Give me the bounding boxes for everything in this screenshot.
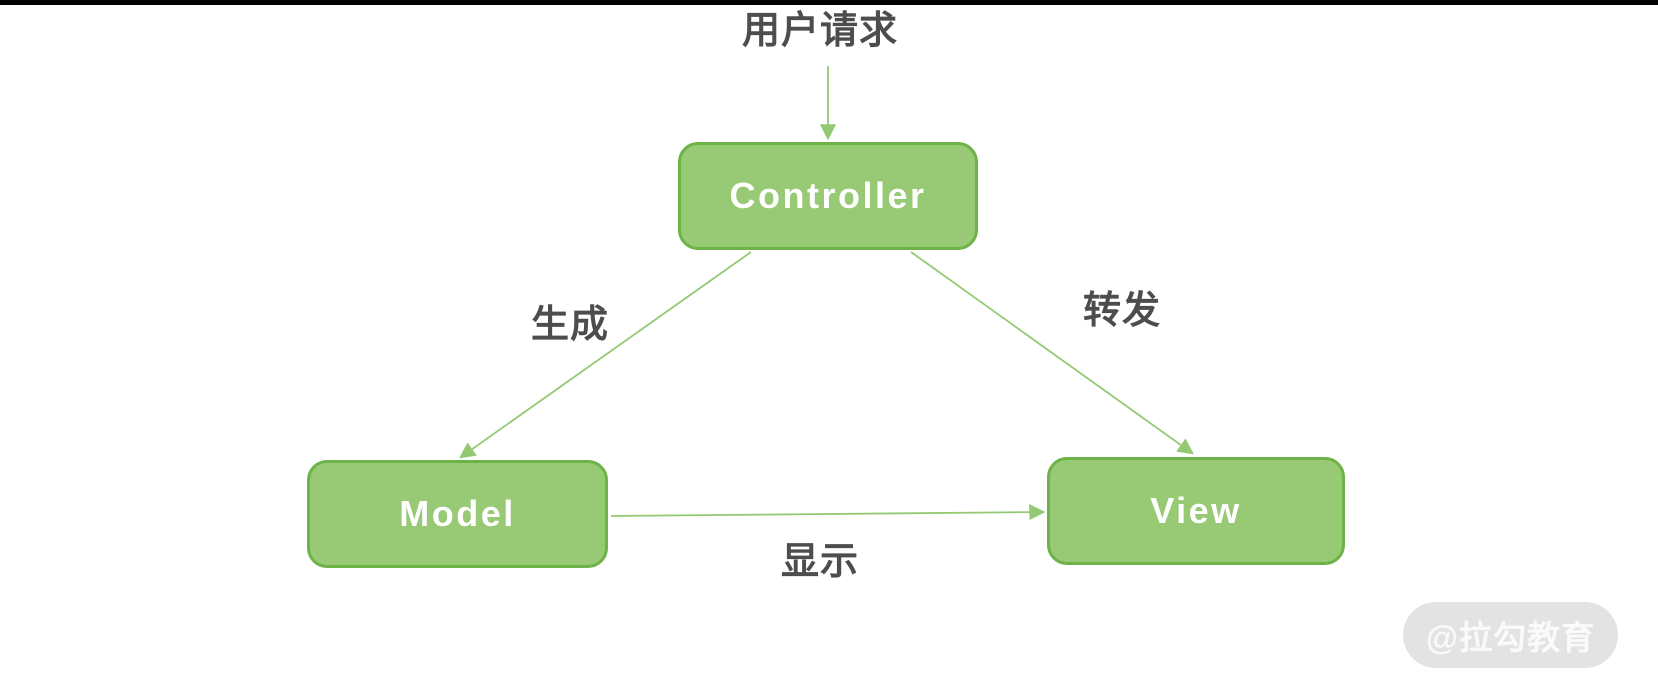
edge-controller-to-view [910,251,1194,455]
edge-controller-to-model [459,251,752,459]
user-request-label: 用户请求 [741,10,898,52]
node-view: View [1047,457,1345,565]
watermark-text: @拉勾教育 [1425,619,1596,656]
top-bar [0,0,1658,5]
node-model: Model [307,460,608,568]
node-model-label: Model [399,493,516,534]
edge-label-forward: 转发 [1082,290,1161,332]
watermark-badge: @拉勾教育 [1403,602,1618,668]
edge-model-to-view [610,504,1046,521]
edge-label-generate: 生成 [530,304,609,346]
node-controller: Controller [678,142,978,250]
edge-label-display: 显示 [780,541,859,583]
node-view-label: View [1150,490,1242,531]
node-controller-label: Controller [729,175,927,216]
